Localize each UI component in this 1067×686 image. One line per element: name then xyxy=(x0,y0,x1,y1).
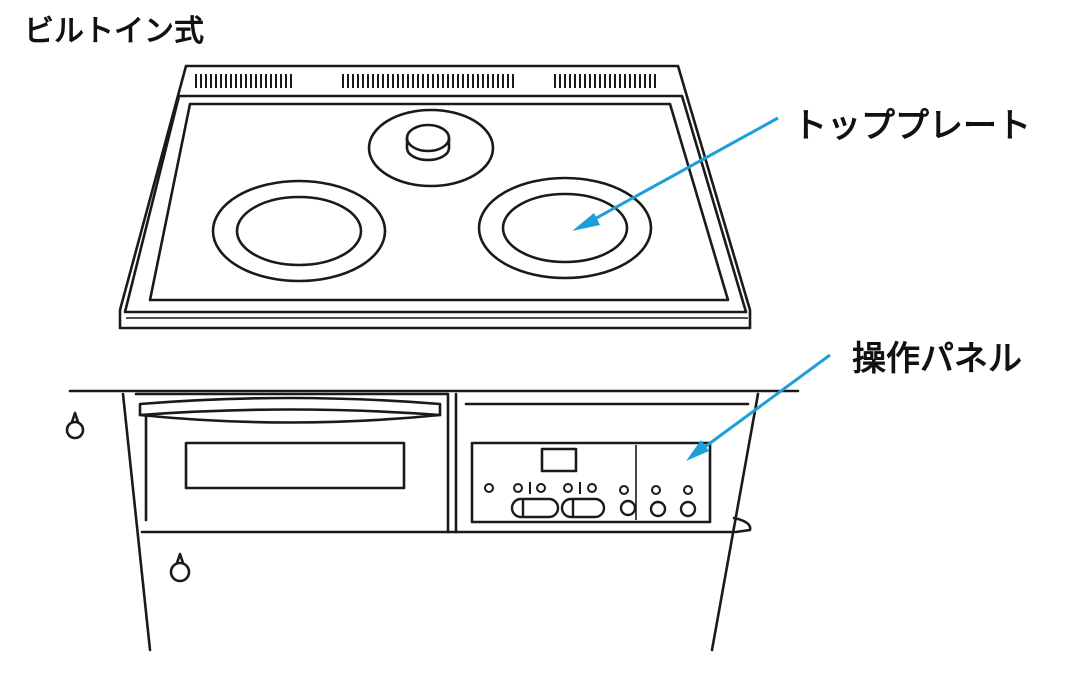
rear-burner xyxy=(367,108,495,188)
grill-drawer xyxy=(134,392,450,534)
left-burner xyxy=(211,179,387,283)
panel-buttons xyxy=(510,497,697,519)
right-burner xyxy=(477,176,653,280)
top-plate-label: トッププレート xyxy=(793,106,1031,146)
top-plate-arrow xyxy=(572,116,779,231)
panel-indicators xyxy=(484,482,693,495)
cabinet-knob xyxy=(65,411,85,440)
cabinet-edge xyxy=(732,516,752,534)
top-plate xyxy=(118,64,752,330)
control-panel-label: 操作パネル xyxy=(852,339,1022,379)
control-panel xyxy=(454,392,750,534)
control-panel-arrow xyxy=(686,353,831,461)
cabinet-knob xyxy=(169,552,191,583)
cabinet xyxy=(65,389,800,652)
vent-grille xyxy=(195,74,656,88)
diagram-title: ビルトイン式 xyxy=(24,14,204,49)
